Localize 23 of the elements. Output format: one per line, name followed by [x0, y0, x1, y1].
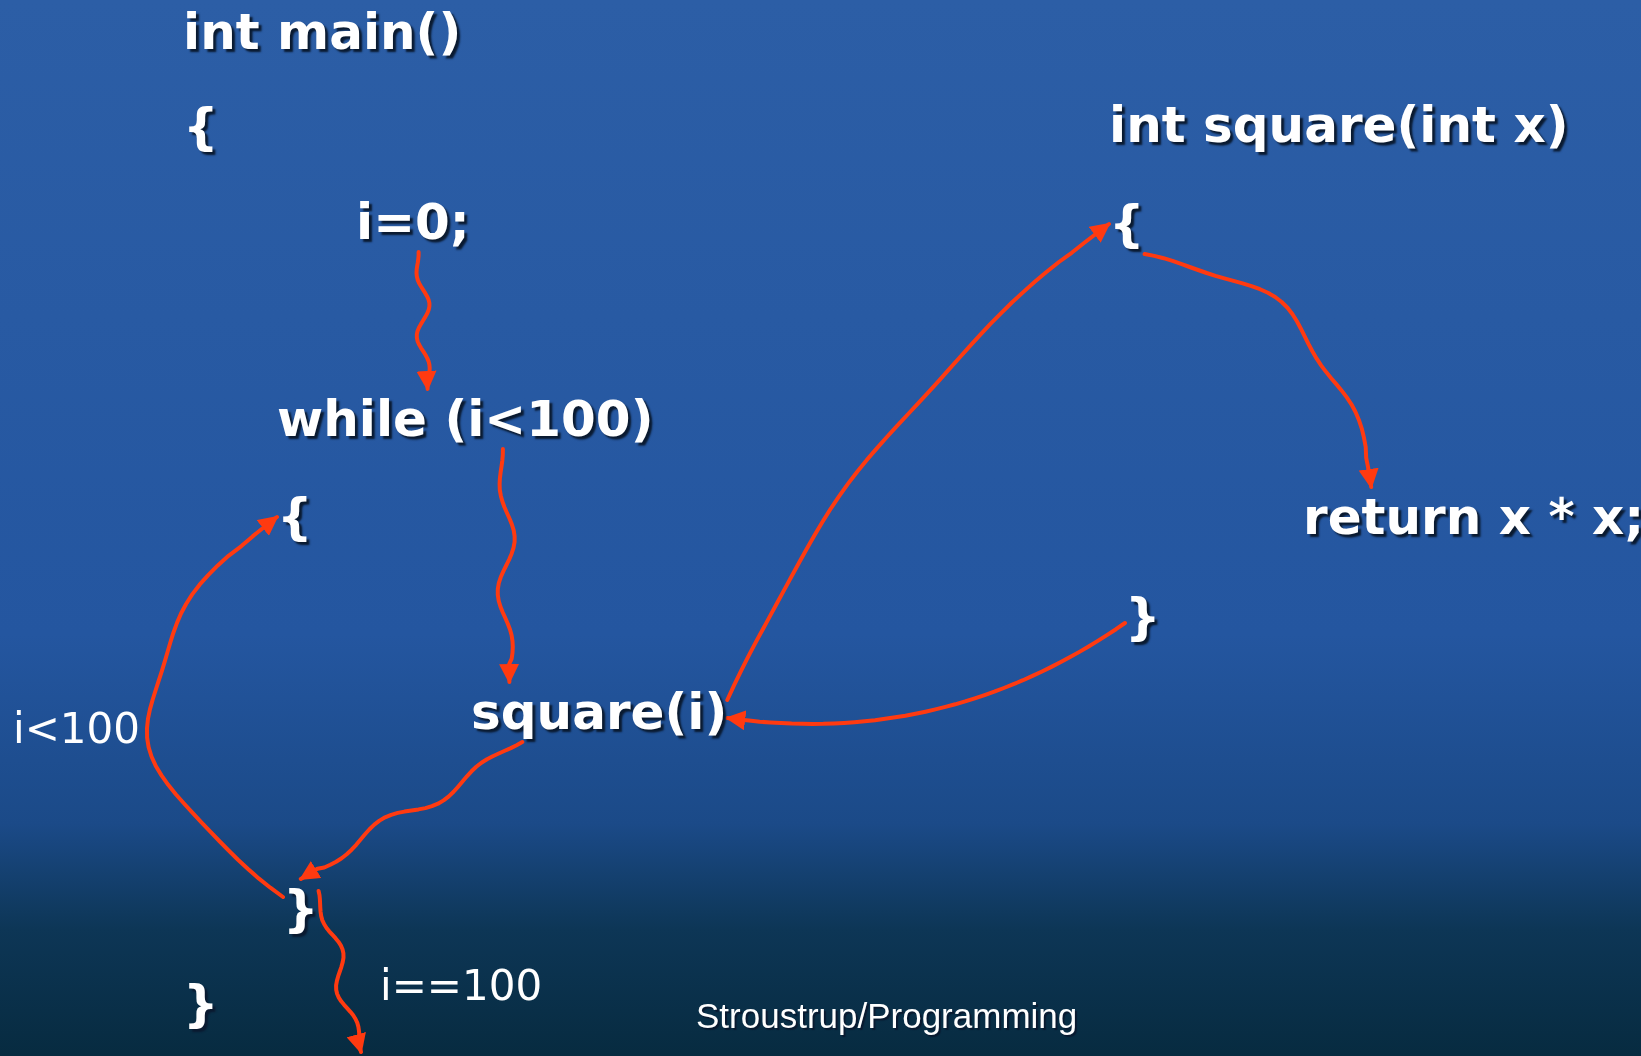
edge-label: i<100: [13, 705, 141, 753]
arrow: [316, 889, 366, 1054]
code-text: }: [283, 879, 319, 939]
code-text: {: [183, 97, 219, 157]
code-text: while (i<100): [277, 389, 654, 449]
code-text: int main(): [183, 2, 462, 62]
code-text: int square(int x): [1109, 95, 1569, 155]
code-text: {: [277, 487, 313, 547]
arrow: [495, 447, 520, 684]
arrow: [1142, 252, 1379, 489]
code-text: square(i): [471, 682, 728, 742]
code-text: }: [183, 974, 219, 1034]
code-text: {: [1109, 194, 1145, 254]
arrow: [298, 740, 525, 881]
arrow: [145, 515, 285, 899]
code-text: return x * x;: [1303, 487, 1641, 547]
arrow: [414, 250, 437, 391]
edge-label: i==100: [380, 962, 543, 1010]
arrow: [725, 222, 1111, 702]
code-text: i=0;: [356, 192, 470, 252]
credit-text: Stroustrup/Programming: [696, 996, 1078, 1036]
code-text: }: [1125, 587, 1161, 647]
arrow: [725, 621, 1127, 731]
